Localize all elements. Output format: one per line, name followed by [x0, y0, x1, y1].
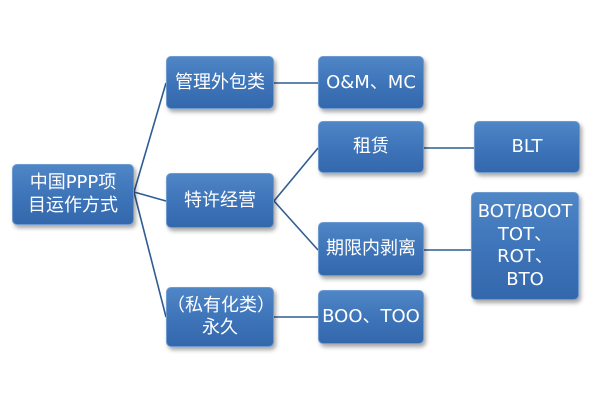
- blt-node: BLT: [474, 121, 580, 173]
- private-line-1: （私有化类）: [167, 294, 275, 316]
- lease-label: 租赁: [353, 136, 389, 158]
- bot-line-1: BOT/BOOT: [477, 201, 573, 222]
- om-mc-label: O&M、MC: [326, 71, 416, 93]
- management-outsourcing-node: 管理外包类: [166, 56, 274, 109]
- blt-label: BLT: [511, 136, 543, 158]
- bot-line-3: BTO: [506, 268, 544, 290]
- management-outsourcing-label: 管理外包类: [175, 71, 265, 93]
- connector-root-to-private: [133, 191, 167, 318]
- boo-too-label: BOO、TOO: [322, 306, 420, 328]
- connector-concession-to-lease: [273, 147, 319, 202]
- connector-root-to-concession: [133, 191, 167, 202]
- root-line-2: 目运作方式: [28, 194, 118, 216]
- connector-concession-to-divestiture: [273, 200, 319, 251]
- term-divestiture-label: 期限内剥离: [326, 238, 416, 260]
- connector-root-to-management: [133, 82, 167, 193]
- term-divestiture-node: 期限内剥离: [318, 222, 424, 276]
- boo-too-node: BOO、TOO: [318, 290, 424, 344]
- root-node: 中国PPP项 目运作方式: [12, 164, 134, 225]
- om-mc-node: O&M、MC: [318, 56, 424, 109]
- bot-line-2: TOT、ROT、: [497, 223, 553, 268]
- concession-label: 特许经营: [184, 189, 256, 211]
- bot-group-node: BOT/BOOT TOT、ROT、 BTO: [471, 192, 579, 300]
- root-line-1: 中国PPP项: [29, 172, 117, 193]
- private-permanent-node: （私有化类） 永久: [166, 287, 275, 347]
- concession-node: 特许经营: [166, 173, 274, 228]
- lease-node: 租赁: [318, 121, 424, 173]
- private-line-2: 永久: [202, 317, 238, 338]
